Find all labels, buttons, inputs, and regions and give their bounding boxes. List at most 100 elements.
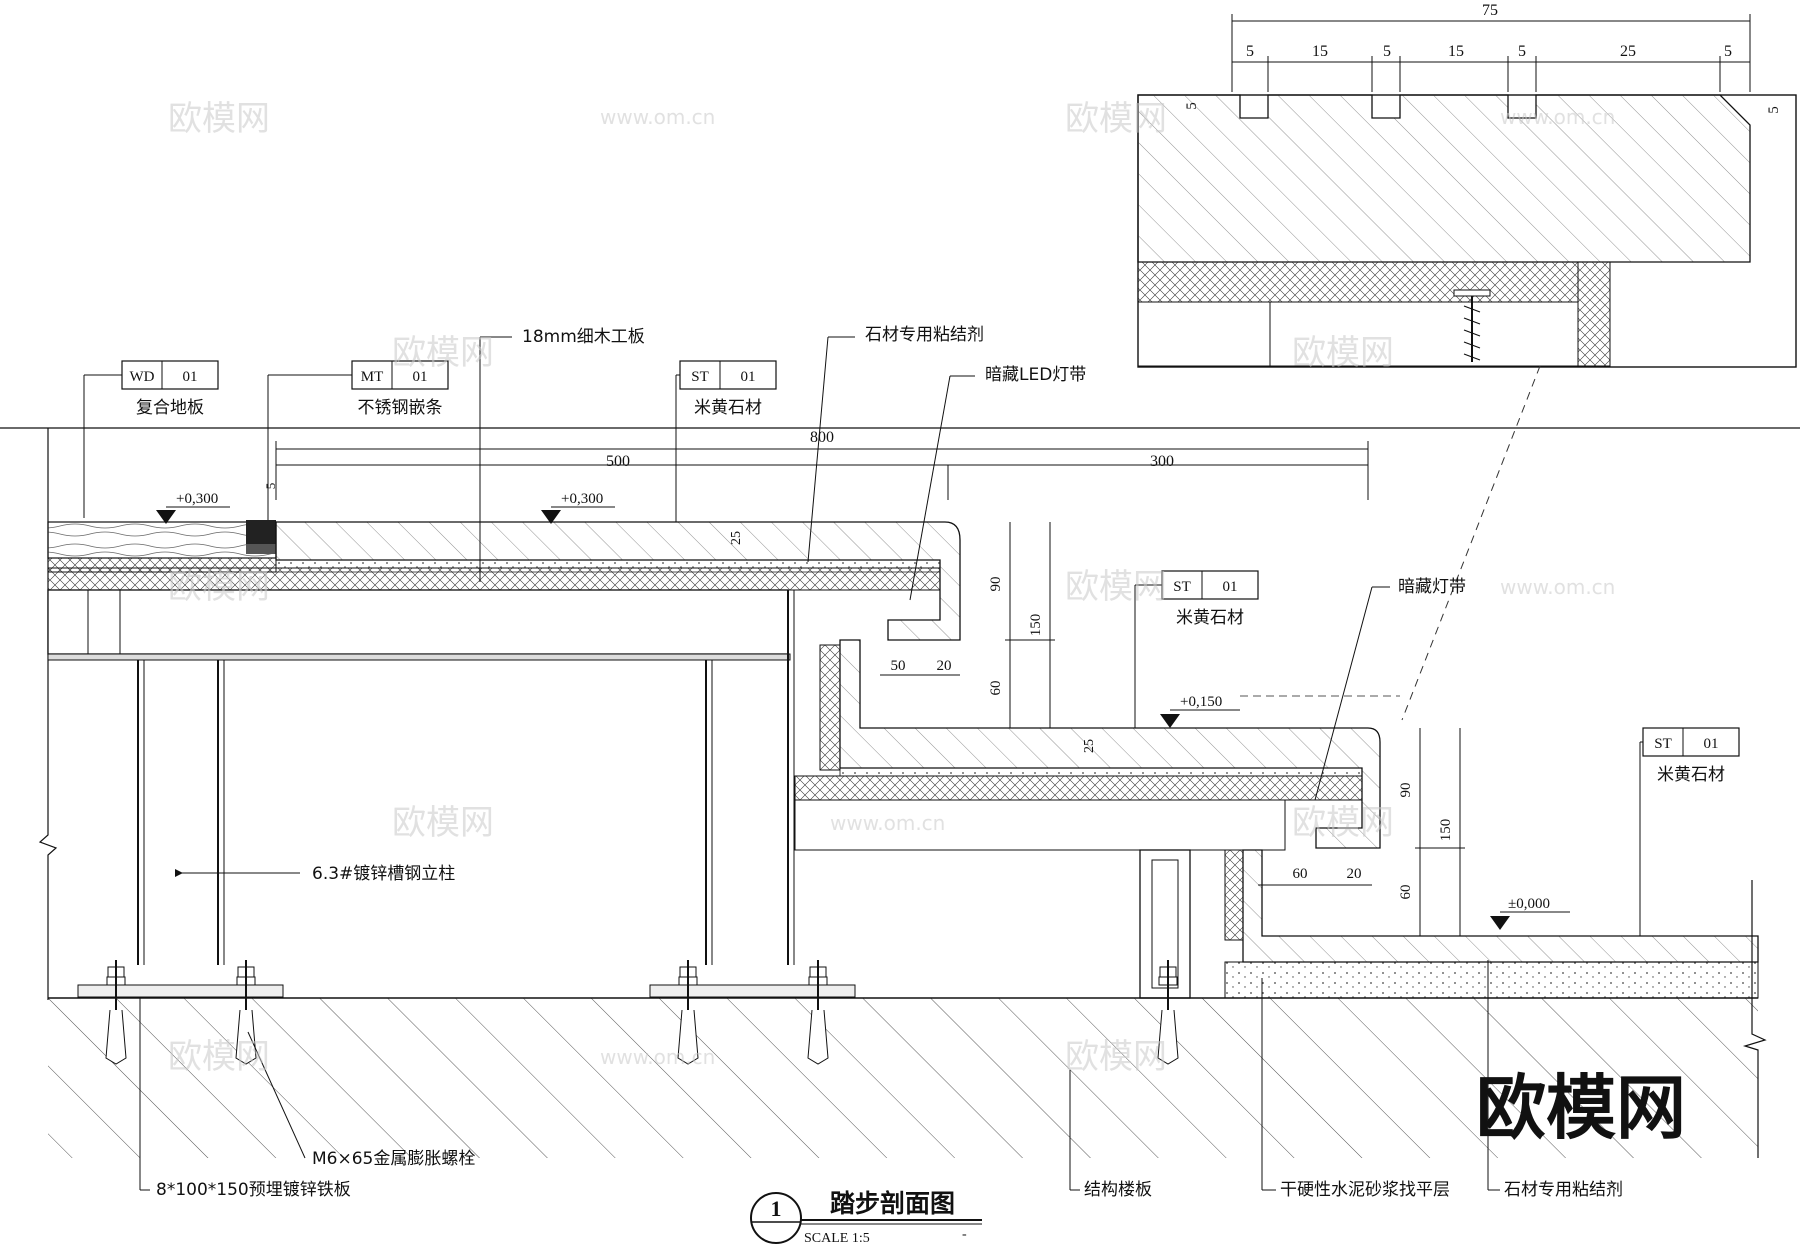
watermark-8: 欧模网 xyxy=(1065,567,1167,607)
material-tag-st: ST 01 米黄石材 xyxy=(1134,570,1259,728)
tag-label: 复合地板 xyxy=(136,398,204,418)
anchor-bolt-icon xyxy=(1157,960,1179,1065)
detail-seg-3: 5 xyxy=(1383,43,1391,60)
tag-number: 01 xyxy=(1704,736,1719,752)
upper-stone-step xyxy=(47,521,961,641)
level-1: +0,300 xyxy=(176,491,218,507)
watermark-11: www.om.cn xyxy=(830,811,945,835)
section-number: 1 xyxy=(771,1196,782,1221)
detail-seg-1: 5 xyxy=(1246,43,1254,60)
tag-code: WD xyxy=(130,369,155,385)
material-tag-st: ST 01 米黄石材 xyxy=(1639,727,1740,936)
watermark-3: 欧模网 xyxy=(1065,99,1167,139)
tag-number: 01 xyxy=(183,369,198,385)
laminate-floor xyxy=(47,520,277,573)
watermark-1: 欧模网 xyxy=(168,99,270,139)
detail-seg-4: 15 xyxy=(1448,43,1464,60)
structural-slab xyxy=(48,880,1767,1158)
callout-led-strip: 暗藏LED灯带 xyxy=(985,365,1086,385)
level-2: +0,300 xyxy=(561,491,603,507)
detail-dimensions: 75 5 15 5 15 5 25 5 5 5 xyxy=(1184,2,1782,114)
material-tag-st: ST 01 米黄石材 xyxy=(675,360,777,522)
callout-bolt: M6×65金属膨胀螺栓 xyxy=(312,1149,475,1169)
scale-label: SCALE 1:5 xyxy=(804,1231,870,1246)
lower-dim-b: 20 xyxy=(1347,866,1362,882)
upper-dim-top: 90 xyxy=(988,577,1004,592)
callout-plywood: 18mm细木工板 xyxy=(522,327,645,347)
callout-column: 6.3#镀锌槽钢立柱 xyxy=(312,864,455,884)
detail-seg-2: 15 xyxy=(1312,43,1328,60)
tag-number: 01 xyxy=(413,369,428,385)
watermark-10: 欧模网 xyxy=(392,803,494,843)
upper-dim-bottom: 60 xyxy=(988,681,1004,696)
callouts: 18mm细木工板 石材专用粘结剂 暗藏LED灯带 暗藏灯带 6.3#镀锌槽钢立柱… xyxy=(139,325,1623,1200)
stone-edge-detail xyxy=(1137,94,1797,721)
tag-label: 不锈钢嵌条 xyxy=(358,398,443,418)
drawing-title-text: 踏步剖面图 xyxy=(830,1189,955,1218)
watermark-7: 欧模网 xyxy=(168,567,270,607)
lower-dim-top: 90 xyxy=(1398,783,1414,798)
upper-dim-a: 50 xyxy=(891,658,906,674)
watermark-9: www.om.cn xyxy=(1500,575,1615,599)
screw-icon xyxy=(1453,289,1491,362)
anchor-bolt-icon xyxy=(807,960,829,1065)
watermark-12: 欧模网 xyxy=(1292,803,1394,843)
lower-dim-bottom: 60 xyxy=(1398,885,1414,900)
material-tags: WD 01 复合地板 MT 01 不锈钢嵌条 ST 01 米黄石材 ST 01 米黄石材 ST 01 米黄石… xyxy=(83,360,1740,936)
lower-dim-a: 60 xyxy=(1293,866,1308,882)
tag-label: 米黄石材 xyxy=(1657,765,1725,785)
drawing-title: 1 踏步剖面图 SCALE 1:5 - xyxy=(750,1189,982,1246)
level-markers: +0,300 +0,300 +0,150 ±0,000 xyxy=(156,491,1570,930)
anchor-bolt-icon xyxy=(677,960,699,1065)
watermark-4: www.om.cn xyxy=(1500,105,1615,129)
material-tag-mt: MT 01 不锈钢嵌条 xyxy=(267,360,449,520)
callout-hidden-strip: 暗藏灯带 xyxy=(1398,577,1466,597)
watermark-14: www.om.cn xyxy=(600,1045,715,1069)
callout-adhesive-bottom: 石材专用粘结剂 xyxy=(1504,1180,1623,1200)
tag-code: ST xyxy=(1654,736,1672,752)
detail-overall-dim: 75 xyxy=(1482,2,1498,19)
anchor-bolt-icon xyxy=(235,960,257,1065)
callout-slab: 结构楼板 xyxy=(1084,1180,1152,1200)
watermarks: 欧模网 www.om.cn 欧模网 www.om.cn 欧模网 欧模网 欧模网 … xyxy=(168,99,1615,1077)
detail-seg-5: 5 xyxy=(1518,43,1526,60)
detail-groove-depth: 5 xyxy=(1184,102,1200,110)
detail-seg-7: 5 xyxy=(1724,43,1732,60)
dim-stone-thk-1: 25 xyxy=(729,531,744,545)
dim-left-span: 500 xyxy=(606,453,630,470)
callout-plate: 8*100*150预埋镀锌铁板 xyxy=(156,1180,351,1200)
level-4: ±0,000 xyxy=(1508,896,1550,912)
tag-number: 01 xyxy=(1223,579,1238,595)
main-dimensions: 800 500 300 5 25 25 90 60 150 50 20 90 6… xyxy=(263,429,1465,936)
callout-adhesive-top: 石材专用粘结剂 xyxy=(865,325,984,345)
dim-overall: 800 xyxy=(810,429,834,446)
upper-dim-b: 20 xyxy=(937,658,952,674)
dim-gap-small: 5 xyxy=(263,483,278,490)
lower-stone-step xyxy=(794,639,1759,999)
tag-label: 米黄石材 xyxy=(694,398,762,418)
material-tag-wd: WD 01 复合地板 xyxy=(83,360,219,518)
brand-logo: 欧模网 xyxy=(1476,1070,1686,1148)
detail-seg-6: 25 xyxy=(1620,43,1636,60)
dim-right-span: 300 xyxy=(1150,453,1174,470)
tag-code: ST xyxy=(1173,579,1191,595)
lower-dim-total: 150 xyxy=(1438,819,1454,842)
tag-label: 米黄石材 xyxy=(1176,608,1244,628)
tag-code: MT xyxy=(361,369,384,385)
tag-code: ST xyxy=(691,369,709,385)
steel-frame xyxy=(47,589,856,998)
detail-chamfer: 5 xyxy=(1766,106,1782,114)
dim-stone-thk-2: 25 xyxy=(1082,739,1097,753)
upper-dim-total: 150 xyxy=(1028,614,1044,637)
callout-screed: 干硬性水泥砂浆找平层 xyxy=(1280,1180,1450,1200)
anchor-bolt-icon xyxy=(105,960,127,1065)
watermark-13: 欧模网 xyxy=(168,1037,270,1077)
level-3: +0,150 xyxy=(1180,694,1222,710)
watermark-2: www.om.cn xyxy=(600,105,715,129)
scale-tail: - xyxy=(962,1227,967,1242)
watermark-15: 欧模网 xyxy=(1065,1037,1167,1077)
watermark-6: 欧模网 xyxy=(1292,333,1394,373)
watermark-5: 欧模网 xyxy=(392,333,494,373)
tag-number: 01 xyxy=(741,369,756,385)
